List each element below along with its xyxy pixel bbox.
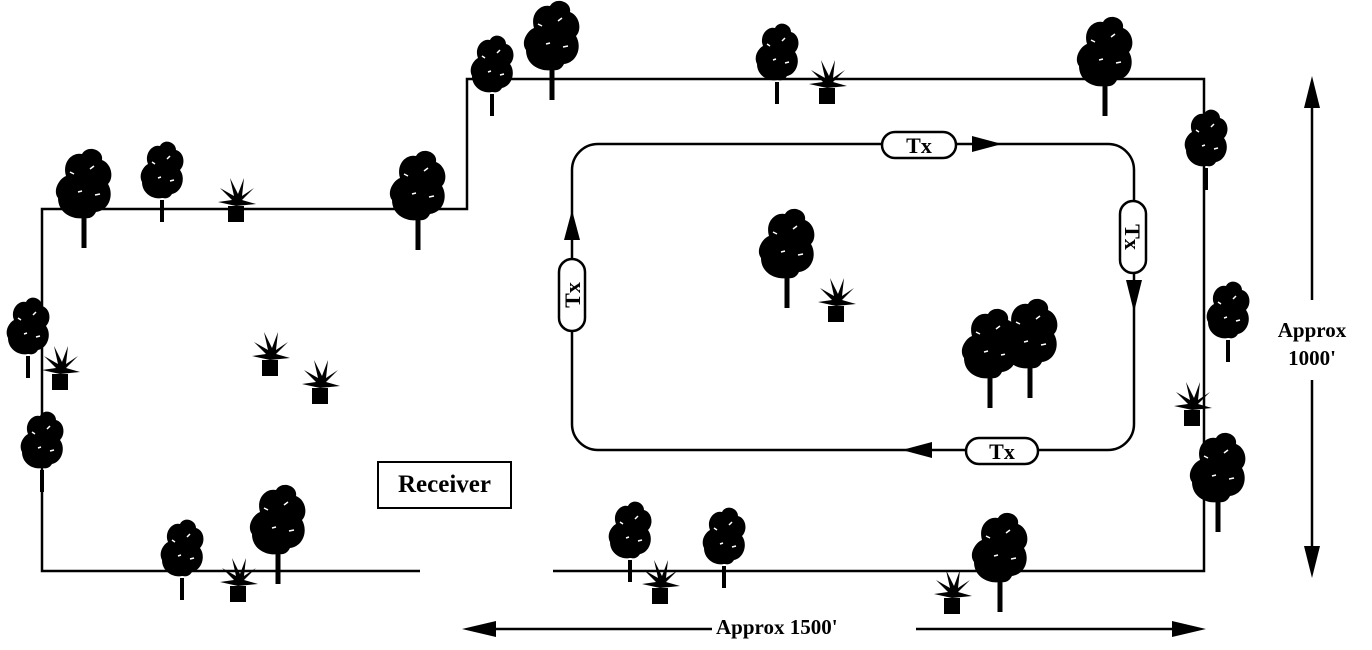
- palm-tree-icon: [809, 60, 847, 104]
- palm-tree-icon: [642, 560, 680, 604]
- width-dimension-label: Approx 1500': [716, 615, 838, 639]
- tree-icon: [1183, 108, 1229, 191]
- tree-icon: [55, 148, 113, 249]
- receiver-label: Receiver: [377, 461, 512, 509]
- tree-icon: [469, 34, 515, 117]
- tree-icon: [523, 0, 581, 101]
- tree-icon: [971, 512, 1029, 613]
- height-label-line1: Approx: [1277, 318, 1347, 342]
- palm-tree-icon: [220, 558, 258, 602]
- height-label-line2: 1000': [1288, 346, 1336, 370]
- tree-icon: [159, 518, 205, 601]
- palm-tree-icon: [1174, 382, 1212, 426]
- tx-marker-top: Tx: [880, 130, 958, 160]
- palm-tree-icon: [42, 346, 80, 390]
- tx-marker-bottom: Tx: [964, 436, 1040, 466]
- tree-icon: [758, 208, 816, 309]
- tree-icon: [1205, 280, 1251, 363]
- tx-label: Tx: [560, 282, 585, 308]
- transmitter-loop: [570, 142, 1136, 452]
- palm-tree-icon: [218, 178, 256, 222]
- height-dimension-arrow: [1304, 76, 1320, 578]
- tree-icon: [754, 22, 800, 105]
- tree-icon: [1189, 432, 1247, 533]
- loop-arrow-left: [902, 442, 932, 458]
- tree-icon: [1076, 16, 1134, 117]
- tree-icon: [19, 410, 65, 493]
- tx-marker-right: Tx: [1118, 199, 1148, 275]
- height-dimension-label: Approx 1000': [1262, 316, 1362, 372]
- tree-icon: [389, 150, 447, 251]
- tree-icon: [249, 484, 307, 585]
- palm-tree-icon: [934, 570, 972, 614]
- loop-arrow-right: [972, 136, 1002, 152]
- palm-tree-icon: [252, 332, 290, 376]
- tree-icon: [701, 506, 747, 589]
- loop-arrow-up: [564, 210, 580, 240]
- palm-tree-icon: [302, 360, 340, 404]
- tx-marker-left: Tx: [557, 257, 587, 333]
- tx-label: Tx: [1120, 224, 1145, 250]
- width-dimension-arrow: [462, 621, 1206, 637]
- tx-label: Tx: [906, 133, 932, 158]
- tx-label: Tx: [989, 439, 1015, 464]
- palm-tree-icon: [818, 278, 856, 322]
- loop-arrow-down: [1126, 280, 1142, 312]
- tree-icon: [1001, 298, 1059, 399]
